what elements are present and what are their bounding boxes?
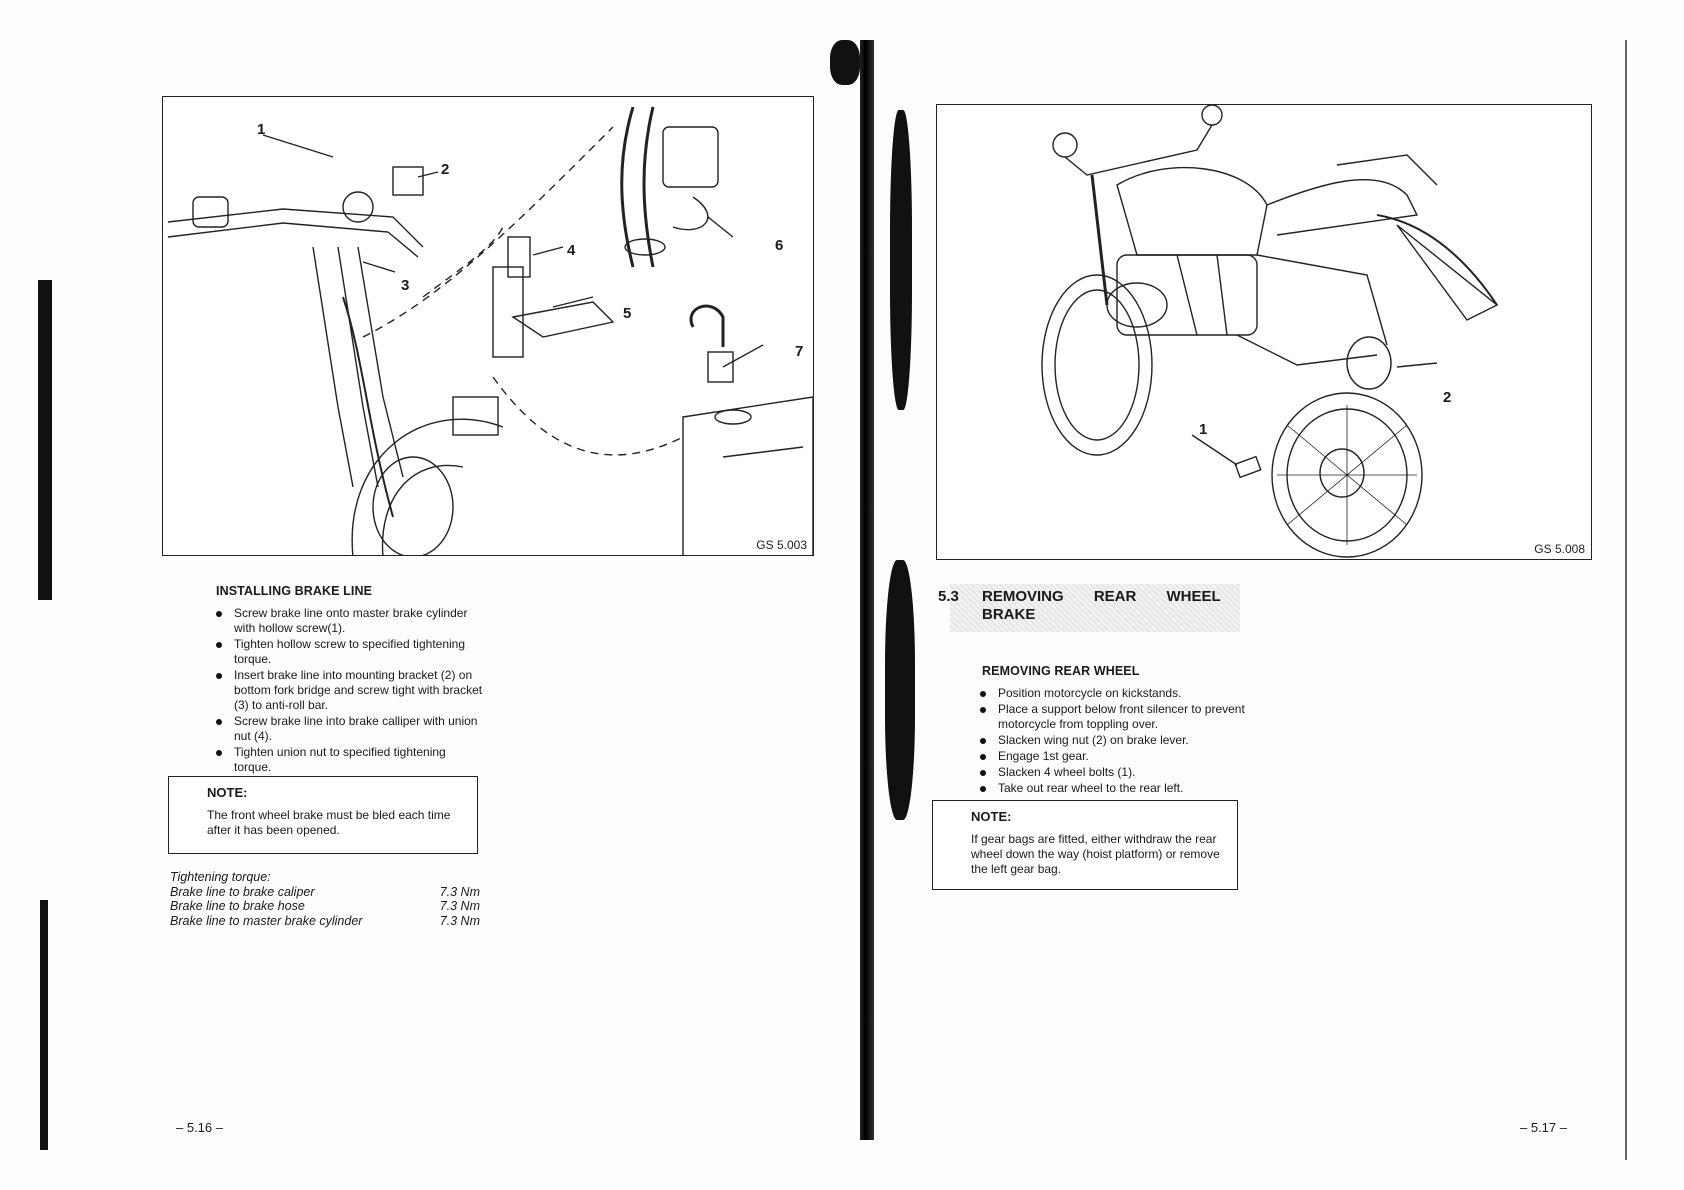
scan-spine-blot xyxy=(885,560,915,820)
page-number-left: – 5.16 – xyxy=(176,1120,223,1135)
callout-3: 3 xyxy=(401,277,410,294)
figure-code: GS 5.003 xyxy=(756,538,807,552)
table-row: Brake line to brake caliper 7.3 Nm xyxy=(170,885,480,900)
callout-5: 5 xyxy=(623,305,632,322)
figure-motorcycle-rear-wheel: 1 2 GS 5.008 xyxy=(936,104,1592,560)
list-item: Tighten union nut to specified tightenin… xyxy=(214,745,486,775)
note-title: NOTE: xyxy=(207,785,248,800)
torque-title: Tightening torque: xyxy=(170,870,271,884)
callout-2: 2 xyxy=(1443,389,1452,406)
note-box-gear-bags: NOTE: If gear bags are fitted, either wi… xyxy=(932,800,1238,890)
torque-value: 7.3 Nm xyxy=(439,884,480,899)
note-title: NOTE: xyxy=(971,809,1012,824)
list-item: Screw brake line into brake calliper wit… xyxy=(214,714,486,744)
list-item: Tighten hollow screw to specified tighte… xyxy=(214,637,486,667)
callout-7: 7 xyxy=(795,343,804,360)
list-item: Engage 1st gear. xyxy=(978,749,1248,764)
scan-spine-blot xyxy=(830,40,860,85)
callout-4: 4 xyxy=(567,242,576,259)
table-row: Brake line to brake hose 7.3 Nm xyxy=(170,899,480,914)
torque-label: Brake line to brake hose xyxy=(170,899,305,913)
list-item: Take out rear wheel to the rear left. xyxy=(978,781,1248,796)
section-heading-installing-brake-line: INSTALLING BRAKE LINE xyxy=(216,584,373,598)
section-title-line2: BRAKE xyxy=(982,606,1036,623)
callout-1: 1 xyxy=(1199,421,1208,438)
torque-label: Brake line to master brake cylinder xyxy=(170,913,363,928)
tightening-torque-table: Tightening torque: Brake line to brake c… xyxy=(170,870,480,928)
scan-spine-shadow xyxy=(860,40,874,1140)
page-number-right: – 5.17 – xyxy=(1520,1120,1567,1135)
list-item: Insert brake line into mounting bracket … xyxy=(214,668,486,713)
list-item: Position motorcycle on kickstands. xyxy=(978,686,1248,701)
steps-list-removing: Position motorcycle on kickstands. Place… xyxy=(978,686,1248,797)
note-text: The front wheel brake must be bled each … xyxy=(207,808,451,837)
torque-value: 7.3 Nm xyxy=(439,899,480,913)
torque-label: Brake line to brake caliper xyxy=(170,884,315,899)
torque-value: 7.3 Nm xyxy=(439,913,480,928)
callout-6: 6 xyxy=(775,237,784,254)
note-text: If gear bags are fitted, either withdraw… xyxy=(971,832,1220,876)
section-number: 5.3 xyxy=(938,588,959,605)
scan-edge-mark xyxy=(40,900,48,1150)
brake-line-drawing xyxy=(167,106,813,555)
note-box-bleed-brake: NOTE: The front wheel brake must be bled… xyxy=(168,776,478,854)
list-item: Slacken 4 wheel bolts (1). xyxy=(978,765,1248,780)
figure-brake-line-installation: 1 2 3 4 5 6 7 GS 5.003 xyxy=(162,96,814,556)
section-heading-removing-rear-wheel: REMOVING REAR WHEEL xyxy=(982,664,1140,678)
callout-2: 2 xyxy=(441,161,450,178)
list-item: Place a support below front silencer to … xyxy=(978,702,1248,732)
table-row: Brake line to master brake cylinder 7.3 … xyxy=(170,914,480,929)
steps-list-installing: Screw brake line onto master brake cylin… xyxy=(214,606,486,776)
scan-edge-mark xyxy=(1625,40,1627,1160)
figure-code: GS 5.008 xyxy=(1534,542,1585,556)
section-title-shading xyxy=(950,584,1240,632)
section-title-line1: REMOVING REAR WHEEL xyxy=(982,588,1221,605)
callout-1: 1 xyxy=(257,121,266,138)
scan-spine-blot xyxy=(890,110,912,410)
motorcycle-drawing xyxy=(1041,105,1499,558)
scan-edge-mark xyxy=(38,280,52,600)
list-item: Screw brake line onto master brake cylin… xyxy=(214,606,486,636)
list-item: Slacken wing nut (2) on brake lever. xyxy=(978,733,1248,748)
